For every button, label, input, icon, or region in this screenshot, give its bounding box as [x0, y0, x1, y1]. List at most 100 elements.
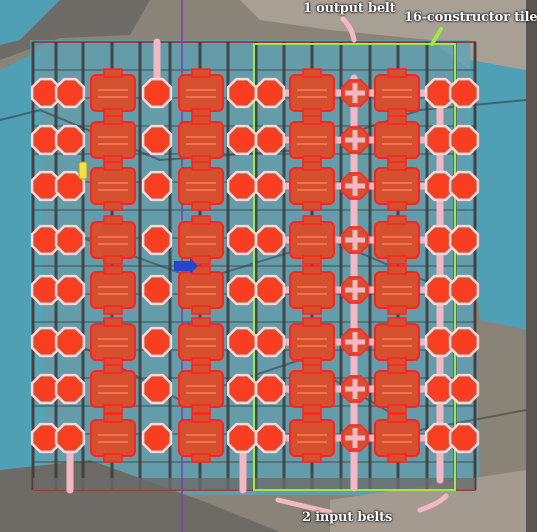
water-northwest	[0, 0, 60, 45]
constructor-core	[35, 175, 57, 197]
constructor-core	[59, 175, 81, 197]
constructor-icon[interactable]	[178, 370, 224, 408]
constructor-core	[429, 129, 451, 151]
constructor-core	[35, 427, 57, 449]
constructor-port-top	[103, 317, 123, 327]
constructor-port-top	[387, 115, 407, 125]
constructor-icon[interactable]	[374, 121, 420, 159]
constructor-icon[interactable]	[374, 74, 420, 112]
output-belt-pointer	[340, 16, 357, 43]
constructor-core	[231, 427, 253, 449]
constructor-core	[453, 378, 475, 400]
ground-light-patch	[240, 0, 526, 80]
constructor-icon[interactable]	[90, 121, 136, 159]
constructor-icon[interactable]	[90, 167, 136, 205]
constructor-port-bottom	[302, 201, 322, 211]
constructor-core	[231, 229, 253, 251]
constructor-icon[interactable]	[374, 370, 420, 408]
tile-pointer	[430, 27, 443, 46]
constructor-port-top	[191, 364, 211, 374]
constructor-icon[interactable]	[289, 370, 335, 408]
constructor-icon[interactable]	[289, 167, 335, 205]
constructor-core	[35, 331, 57, 353]
constructor-port-top	[191, 68, 211, 78]
constructor-core	[429, 279, 451, 301]
constructor-icon[interactable]	[374, 271, 420, 309]
constructor-port-top	[191, 413, 211, 423]
constructor-icon[interactable]	[178, 121, 224, 159]
constructor-core	[453, 279, 475, 301]
constructor-icon[interactable]	[178, 323, 224, 361]
constructor-core	[429, 175, 451, 197]
constructor-icon[interactable]	[178, 74, 224, 112]
constructor-port-top	[103, 161, 123, 171]
constructor-icon[interactable]	[90, 271, 136, 309]
constructor-core	[146, 229, 168, 251]
input-belt-pointer-right	[417, 493, 449, 513]
marker-icon[interactable]	[78, 161, 88, 180]
constructor-core	[231, 175, 253, 197]
constructor-port-top	[103, 413, 123, 423]
water-east	[465, 60, 526, 330]
constructor-icon[interactable]	[289, 271, 335, 309]
direction-arrow-head	[190, 258, 198, 274]
constructor-port-top	[387, 265, 407, 275]
constructor-icon[interactable]	[374, 323, 420, 361]
constructor-core	[146, 427, 168, 449]
constructor-port-top	[191, 215, 211, 225]
constructor-port-bottom	[387, 453, 407, 463]
constructor-core	[259, 378, 281, 400]
direction-arrow-icon[interactable]	[174, 261, 190, 271]
constructor-icon[interactable]	[90, 74, 136, 112]
constructor-core	[429, 378, 451, 400]
constructor-icon[interactable]	[90, 370, 136, 408]
constructor-core	[453, 427, 475, 449]
ground-southeast	[330, 470, 526, 532]
constructor-port-top	[302, 413, 322, 423]
constructor-port-top	[191, 115, 211, 125]
constructor-port-top	[387, 68, 407, 78]
constructor-core	[259, 129, 281, 151]
constructor-icon[interactable]	[289, 323, 335, 361]
constructor-port-top	[302, 364, 322, 374]
constructor-icon[interactable]	[90, 323, 136, 361]
constructor-core	[231, 331, 253, 353]
constructor-core	[259, 427, 281, 449]
constructor-core	[35, 378, 57, 400]
constructor-icon[interactable]	[374, 167, 420, 205]
constructor-core	[259, 229, 281, 251]
constructor-port-top	[191, 317, 211, 327]
constructor-port-top	[387, 317, 407, 327]
constructor-icon[interactable]	[178, 419, 224, 457]
constructor-icon[interactable]	[289, 221, 335, 259]
constructor-core	[35, 229, 57, 251]
constructor-core	[231, 82, 253, 104]
constructor-core	[146, 331, 168, 353]
constructor-icon[interactable]	[374, 221, 420, 259]
constructor-icon[interactable]	[178, 271, 224, 309]
constructor-core	[59, 82, 81, 104]
constructor-icon[interactable]	[289, 121, 335, 159]
constructor-icon[interactable]	[178, 167, 224, 205]
constructor-icon[interactable]	[178, 221, 224, 259]
constructor-port-top	[302, 115, 322, 125]
constructor-icon[interactable]	[289, 74, 335, 112]
input-belt-pointer-left	[275, 497, 333, 515]
constructor-core	[453, 82, 475, 104]
constructor-core	[453, 331, 475, 353]
constructor-port-top	[103, 265, 123, 275]
constructor-core	[146, 82, 168, 104]
constructor-icon[interactable]	[289, 419, 335, 457]
constructor-icon[interactable]	[374, 419, 420, 457]
constructor-core	[259, 279, 281, 301]
constructor-port-bottom	[387, 201, 407, 211]
constructor-core	[429, 82, 451, 104]
constructor-port-bottom	[103, 255, 123, 265]
constructor-port-bottom	[191, 453, 211, 463]
constructor-icon[interactable]	[90, 221, 136, 259]
constructor-icon[interactable]	[90, 419, 136, 457]
constructor-core	[59, 129, 81, 151]
constructor-port-top	[387, 413, 407, 423]
